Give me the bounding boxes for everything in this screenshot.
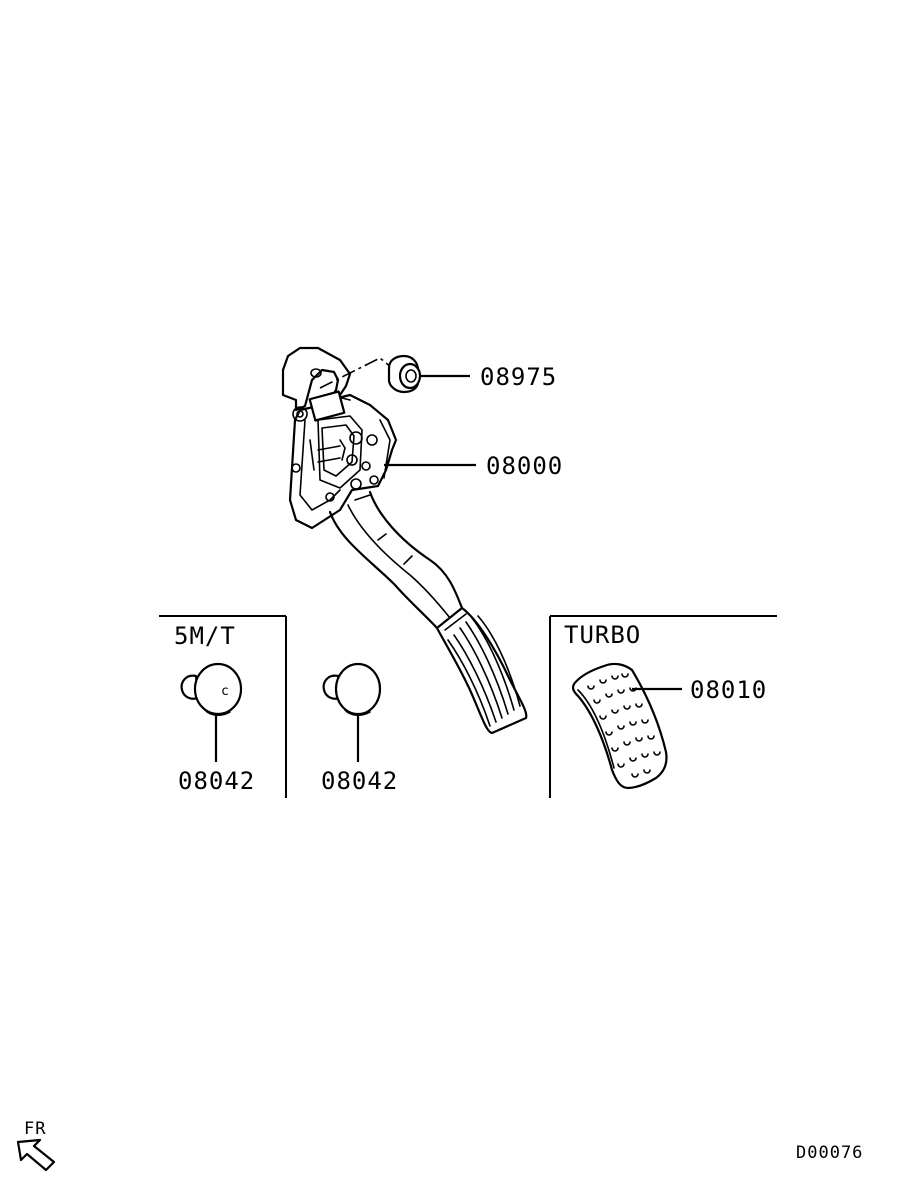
part-number-pedal-assembly[interactable]: 08000 [486, 452, 563, 480]
part-number-turbo-pad[interactable]: 08010 [690, 676, 767, 704]
diagram-code: D00076 [796, 1143, 863, 1163]
pad-grip-pattern [587, 673, 661, 778]
front-direction-label: FR [24, 1119, 46, 1139]
bushing-position-line [319, 357, 393, 389]
section-label-turbo: TURBO [564, 621, 641, 649]
front-arrow-icon [16, 1138, 56, 1172]
svg-text:c: c [221, 684, 230, 699]
section-turbo-frame [549, 615, 777, 798]
stopper-part-left[interactable]: c [180, 662, 243, 716]
part-number-stopper-left[interactable]: 08042 [178, 767, 255, 795]
bushing-part[interactable] [387, 354, 422, 394]
accelerator-pedal-assembly[interactable] [281, 346, 528, 735]
part-number-stopper-right[interactable]: 08042 [321, 767, 398, 795]
section-5mt-frame [159, 615, 287, 798]
part-number-bushing[interactable]: 08975 [480, 363, 557, 391]
stopper-part-right[interactable] [322, 662, 382, 716]
section-label-5mt: 5M/T [174, 622, 236, 650]
turbo-pedal-pad-part[interactable] [571, 662, 668, 790]
